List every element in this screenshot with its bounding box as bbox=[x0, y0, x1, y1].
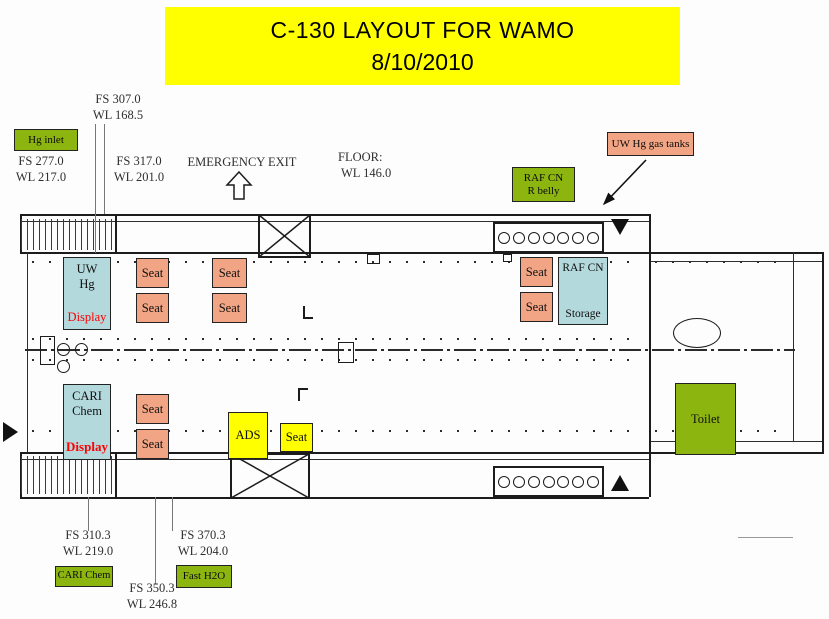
cari-chem-display-box: CARI Chem Display bbox=[63, 384, 111, 460]
floor-circle-marker bbox=[57, 343, 70, 356]
floor-circle-marker bbox=[75, 343, 88, 356]
title-banner: C-130 LAYOUT FOR WAMO 8/10/2010 bbox=[165, 7, 680, 85]
ramp-hinge-line bbox=[649, 214, 651, 497]
floor-fixture bbox=[40, 336, 55, 365]
station-label-fs310: FS 310.3 WL 219.0 bbox=[62, 528, 114, 558]
uw-hg-gas-tanks-callout: UW Hg gas tanks bbox=[607, 132, 694, 156]
station-reference-line bbox=[95, 124, 96, 253]
raf-cn-storage-box: RAF CN Storage bbox=[558, 257, 608, 325]
station-reference-line bbox=[172, 497, 173, 531]
toilet-box: Toilet bbox=[675, 383, 736, 455]
hatched-wall bbox=[21, 456, 115, 494]
floor-label: FLOOR: WL 146.0 bbox=[338, 150, 392, 180]
window-icon bbox=[512, 231, 525, 244]
station-label-fs317: FS 317.0 WL 201.0 bbox=[113, 154, 165, 184]
window-icon bbox=[497, 231, 510, 244]
raf-cn-belly-callout: RAF CN R belly bbox=[512, 167, 575, 202]
station-label-fs277: FS 277.0 WL 217.0 bbox=[15, 154, 67, 184]
station-label-fs350: FS 350.3 WL 246.8 bbox=[126, 581, 178, 611]
seat-box: Seat bbox=[212, 258, 247, 288]
crossed-exit-door bbox=[230, 453, 310, 504]
seat-box: Seat bbox=[136, 394, 169, 424]
fuselage-line bbox=[20, 252, 824, 254]
seat-box: Seat bbox=[212, 293, 247, 323]
fuselage-line bbox=[27, 252, 28, 452]
seat-track-dots bbox=[32, 430, 644, 432]
station-reference-line bbox=[88, 497, 89, 531]
station-reference-line bbox=[104, 124, 105, 214]
title-date: 8/10/2010 bbox=[371, 48, 474, 75]
fuselage-line bbox=[20, 221, 649, 222]
seat-box: Seat bbox=[136, 429, 169, 459]
seat-box: Seat bbox=[136, 258, 169, 288]
window-icon bbox=[542, 475, 555, 488]
window-strip bbox=[493, 222, 604, 253]
station-reference-line bbox=[155, 497, 156, 584]
tail-door-ellipse bbox=[673, 318, 721, 348]
window-icon bbox=[542, 231, 555, 244]
marker-triangle-up bbox=[611, 475, 629, 491]
cari-chem-callout: CARI Chem bbox=[55, 566, 113, 587]
fuselage-line bbox=[115, 214, 117, 252]
tail-line bbox=[822, 252, 824, 452]
seat-track-dots bbox=[32, 338, 644, 340]
emergency-exit-arrow-icon bbox=[224, 170, 254, 207]
seat-track-dots bbox=[655, 261, 790, 263]
fuselage-line bbox=[20, 452, 824, 454]
page-title: C-130 LAYOUT FOR WAMO bbox=[270, 16, 575, 43]
window-icon bbox=[587, 231, 600, 244]
hg-inlet-callout: Hg inlet bbox=[14, 129, 78, 151]
window-icon bbox=[527, 231, 540, 244]
fuselage-line bbox=[20, 459, 649, 460]
seat-box: Seat bbox=[520, 257, 553, 287]
window-icon bbox=[572, 231, 585, 244]
hatched-wall bbox=[21, 219, 115, 250]
floor-mark bbox=[303, 306, 313, 319]
seat-track-dots bbox=[32, 261, 644, 263]
fuselage-line bbox=[20, 214, 649, 216]
window-icon bbox=[572, 475, 585, 488]
tail-line bbox=[793, 252, 794, 442]
crossed-exit-door bbox=[258, 214, 311, 263]
station-label-fs370: FS 370.3 WL 204.0 bbox=[177, 528, 229, 558]
ads-box: ADS bbox=[228, 412, 268, 459]
scan-artifact-line bbox=[738, 537, 793, 538]
marker-triangle-down bbox=[611, 219, 629, 235]
seat-box: Seat bbox=[280, 423, 313, 452]
emergency-exit-label: EMERGENCY EXIT bbox=[187, 155, 297, 169]
fuselage-line bbox=[115, 452, 117, 497]
fast-h2o-callout: Fast H2O bbox=[176, 565, 232, 588]
floor-mark bbox=[298, 388, 308, 401]
seat-box: Seat bbox=[136, 293, 169, 323]
station-label-fs307: FS 307.0 WL 168.5 bbox=[92, 92, 144, 122]
seat-box: Seat bbox=[520, 292, 553, 322]
window-icon bbox=[512, 475, 525, 488]
window-strip bbox=[493, 466, 604, 497]
tail-line bbox=[650, 441, 824, 442]
gas-tanks-arrow-icon bbox=[594, 156, 656, 219]
uw-hg-display-box: UW Hg Display bbox=[63, 257, 111, 330]
floor-circle-marker bbox=[57, 360, 70, 373]
window-icon bbox=[557, 475, 570, 488]
aircraft-centerline bbox=[25, 349, 795, 351]
marker-triangle-right bbox=[3, 422, 18, 442]
window-icon bbox=[497, 475, 510, 488]
window-icon bbox=[587, 475, 600, 488]
floor-fixture bbox=[503, 254, 512, 262]
window-icon bbox=[527, 475, 540, 488]
floor-fixture bbox=[338, 342, 354, 363]
floor-fixture bbox=[367, 254, 380, 264]
window-icon bbox=[557, 231, 570, 244]
fuselage-line bbox=[20, 497, 649, 499]
